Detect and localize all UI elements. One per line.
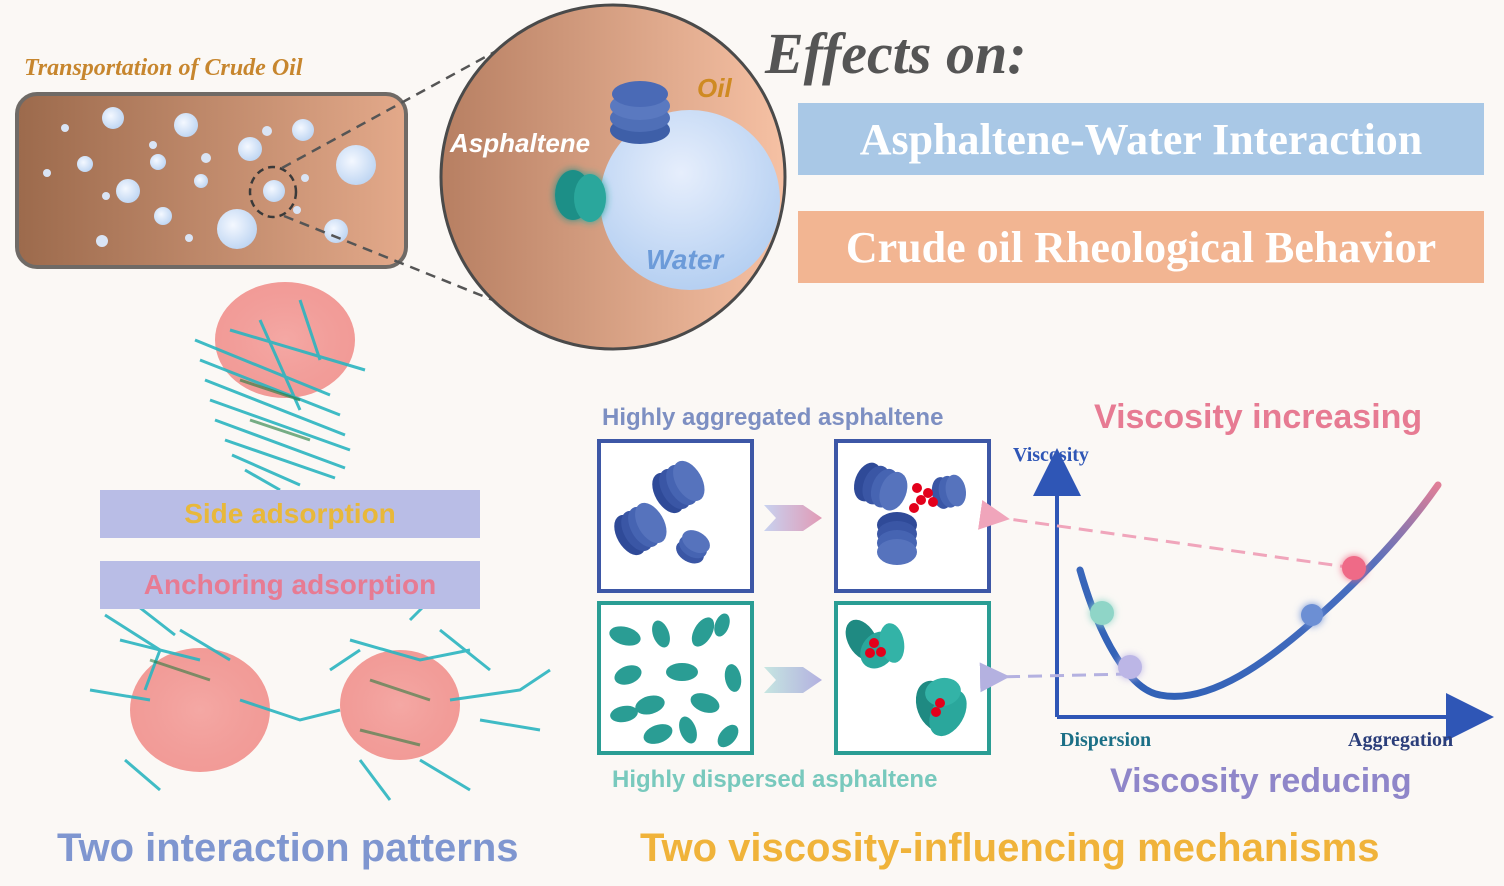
side-adsorption-label: Side adsorption bbox=[184, 498, 396, 529]
dispersed-clusters-after bbox=[845, 619, 967, 737]
aggregated-label: Highly aggregated asphaltene bbox=[602, 404, 944, 431]
water-label: Water bbox=[646, 244, 724, 275]
point-dispersed-min bbox=[1118, 655, 1142, 679]
effects-heading: Effects on: bbox=[765, 21, 1027, 86]
link-arrow-increase bbox=[978, 500, 1355, 570]
y-axis-label: Viscosity bbox=[1013, 444, 1089, 466]
side-adsorption-pill: Side adsorption bbox=[100, 490, 480, 538]
point-dispersed-start bbox=[1090, 601, 1114, 625]
anchoring-adsorption-structure bbox=[89, 598, 551, 801]
effect-banner-rheology: Crude oil Rheological Behavior bbox=[798, 211, 1484, 283]
oil-label: Oil bbox=[697, 73, 732, 103]
link-arrow-reduce bbox=[979, 662, 1131, 693]
side-adsorption-structure bbox=[194, 282, 366, 492]
effect-banner-interaction: Asphaltene-Water Interaction bbox=[798, 103, 1484, 175]
asphaltene-stack-teal bbox=[555, 170, 606, 222]
dispersed-ellipses-before bbox=[609, 613, 742, 748]
water-droplet-large bbox=[600, 110, 780, 290]
effect-banner-rheology-label: Crude oil Rheological Behavior bbox=[845, 222, 1437, 272]
asphaltene-label: Asphaltene bbox=[450, 128, 591, 158]
x-axis-right-label: Aggregation bbox=[1348, 729, 1454, 751]
aggregate-stacks-after bbox=[853, 462, 967, 565]
chevron-arrow-dispersed bbox=[764, 667, 822, 693]
pipeline-panel bbox=[15, 36, 531, 317]
x-axis-left-label: Dispersion bbox=[1060, 729, 1152, 751]
effect-banner-interaction-label: Asphaltene-Water Interaction bbox=[859, 114, 1423, 164]
zoom-circle-panel bbox=[439, 3, 787, 351]
anchoring-adsorption-pill: Anchoring adsorption bbox=[100, 561, 480, 609]
mechanisms-footer: Two viscosity-influencing mechanisms bbox=[640, 826, 1380, 870]
chevron-arrow-aggregated bbox=[764, 505, 822, 531]
point-aggregated-mid bbox=[1301, 604, 1323, 626]
anchoring-adsorption-label: Anchoring adsorption bbox=[143, 569, 437, 600]
viscosity-reducing-label: Viscosity reducing bbox=[1110, 762, 1412, 800]
viscosity-increasing-label: Viscosity increasing bbox=[1094, 398, 1423, 436]
zoom-line-top bbox=[281, 36, 521, 170]
viscosity-plot bbox=[978, 448, 1494, 741]
dispersed-label: Highly dispersed asphaltene bbox=[612, 766, 938, 793]
interaction-patterns-footer: Two interaction patterns bbox=[57, 826, 519, 870]
aggregated-box-after bbox=[834, 439, 991, 593]
point-aggregated-high bbox=[1342, 556, 1366, 580]
aggregate-stacks-before bbox=[614, 460, 710, 564]
water-droplets bbox=[43, 107, 376, 249]
viscosity-curve bbox=[1076, 481, 1442, 700]
pipeline-title: Transportation of Crude Oil bbox=[24, 55, 303, 81]
asphaltene-stack-blue bbox=[610, 81, 670, 144]
zoom-marker bbox=[248, 165, 298, 219]
